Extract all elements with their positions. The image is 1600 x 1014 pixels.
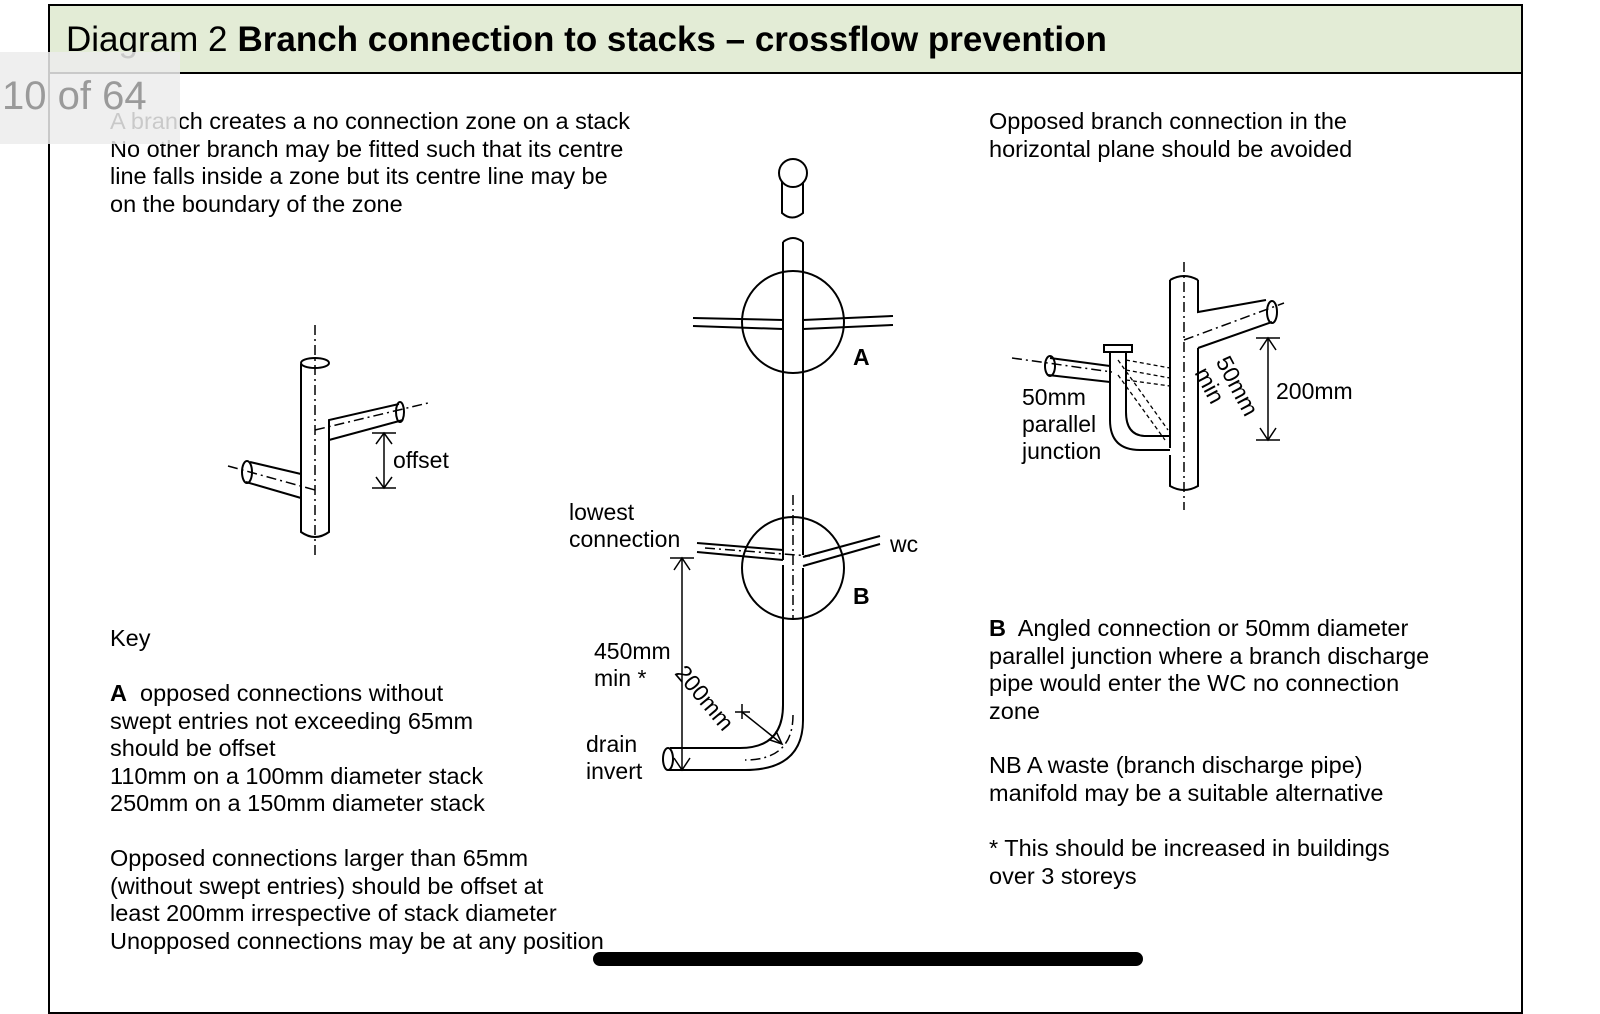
key-a-text: A opposed connections without swept entr… — [110, 680, 485, 816]
stack-drawing — [662, 158, 894, 772]
nb-note: NB A waste (branch discharge pipe)manifo… — [989, 752, 1384, 806]
wc-label: wc — [890, 531, 919, 557]
page-indicator-text: 10 of 64 — [2, 74, 147, 118]
intro-text: A branch creates a no connection zone on… — [110, 108, 630, 217]
page-indicator: 10 of 64 — [0, 52, 180, 144]
offset-junction-drawing — [227, 325, 429, 555]
key-heading: Key — [110, 625, 151, 651]
zone-b-label: B — [853, 583, 870, 609]
opposed-large-text: Opposed connections larger than 65mm(wit… — [110, 845, 604, 954]
dim-200-right-label: 200mm — [1276, 378, 1353, 404]
parallel-junction-drawing — [1011, 262, 1285, 510]
zone-a-label: A — [853, 344, 870, 370]
scroll-indicator[interactable] — [593, 952, 1143, 966]
note-b-text: B Angled connection or 50mm diameter par… — [989, 615, 1430, 724]
offset-label: offset — [393, 447, 449, 473]
